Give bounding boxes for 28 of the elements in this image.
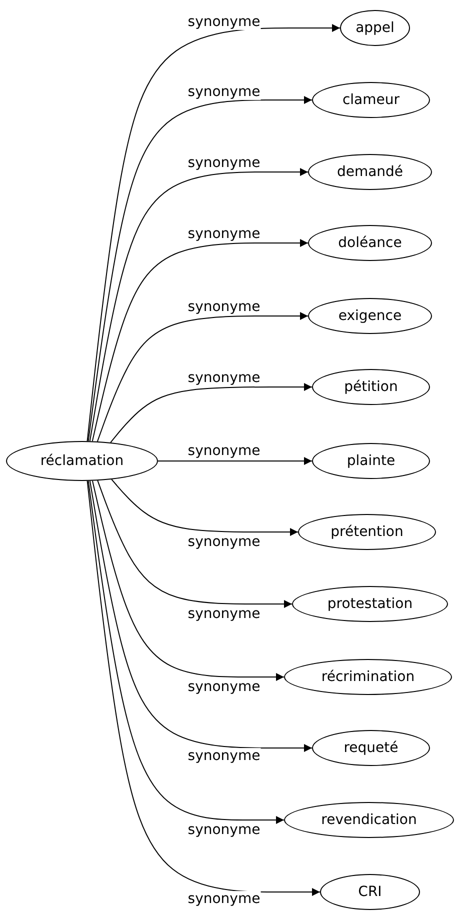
node-label: revendication xyxy=(321,812,417,828)
arrow xyxy=(92,480,284,681)
arrow xyxy=(88,96,312,442)
arrow xyxy=(92,239,308,442)
node-label: protestation xyxy=(327,596,413,612)
edge-label: synonyme xyxy=(186,891,262,908)
node-label: exigence xyxy=(338,308,402,324)
node-label: appel xyxy=(356,20,394,36)
node-label: CRI xyxy=(358,884,382,900)
node-label: clameur xyxy=(342,92,400,108)
arrow xyxy=(97,480,292,608)
arrow xyxy=(158,457,312,465)
arrow xyxy=(86,480,320,896)
node-label: doléance xyxy=(338,235,402,251)
node-label: prétention xyxy=(330,524,404,540)
arrow xyxy=(88,480,284,824)
arrow xyxy=(110,383,312,443)
node-label: réclamation xyxy=(40,453,124,469)
node-label: récrimination xyxy=(321,669,415,685)
node-label: demandé xyxy=(336,164,404,180)
arrow xyxy=(86,24,340,442)
node-label: plainte xyxy=(346,453,396,469)
arrow xyxy=(111,478,298,536)
arrow xyxy=(89,168,308,442)
arrow xyxy=(89,480,312,752)
arrow xyxy=(96,312,308,442)
node-label: pétition xyxy=(344,379,398,395)
node-label: requeté xyxy=(344,740,398,756)
